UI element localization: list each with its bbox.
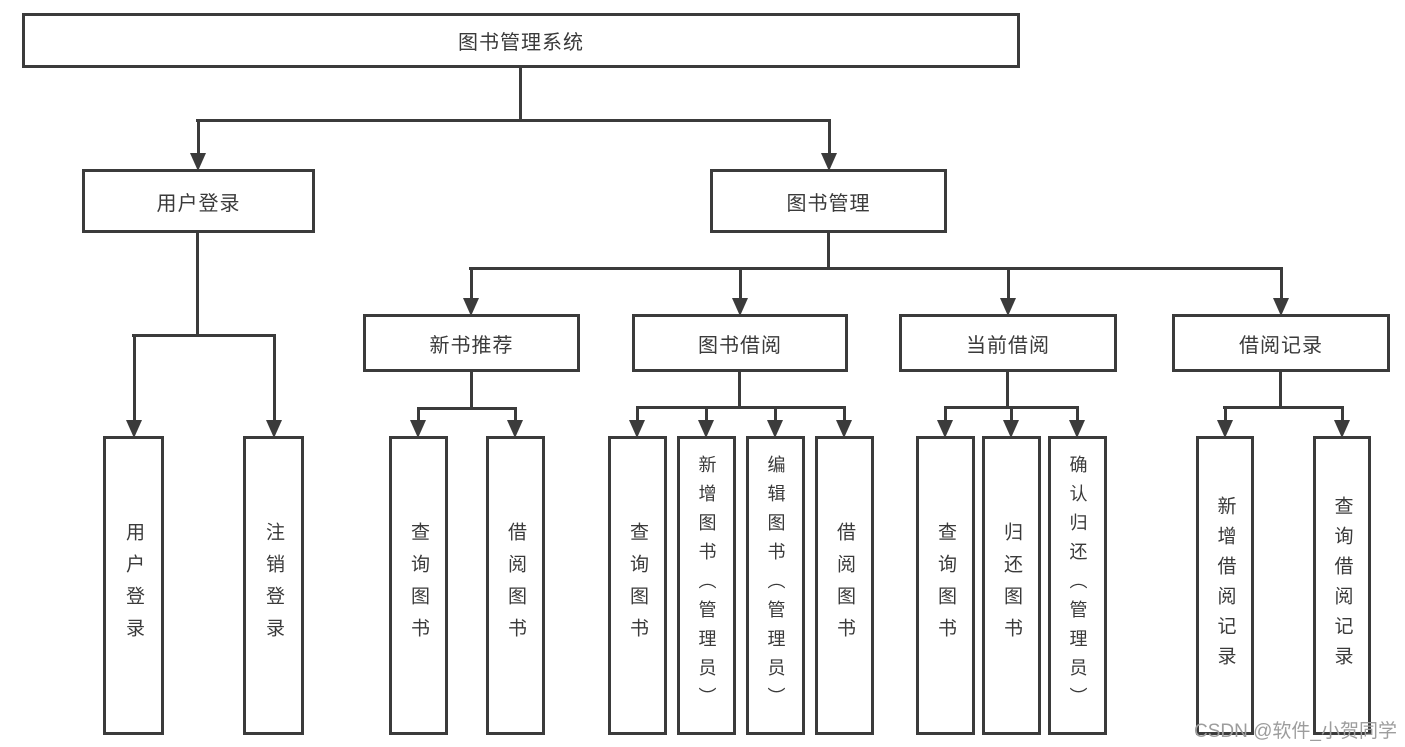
leaf-return-books-label: 归还图书 (1001, 521, 1022, 650)
connector-book-borrow-split (636, 406, 846, 409)
arrow-down-icon (732, 267, 748, 316)
leaf-logout: 注销登录 (243, 436, 304, 735)
leaf-add-books-admin: 新增图书（管理员） (677, 436, 736, 735)
arrow-down-icon (937, 406, 953, 438)
arrow-down-icon (1003, 406, 1019, 438)
arrow-down-icon (629, 406, 645, 438)
node-book-management-label: 图书管理 (786, 192, 871, 215)
arrow-down-icon (507, 407, 523, 438)
leaf-confirm-return-admin: 确认归还（管理员） (1048, 436, 1107, 735)
leaf-query-books-recommend: 查询图书 (389, 436, 448, 735)
node-root-label: 图书管理系统 (458, 32, 584, 54)
leaf-query-books-borrow-label: 查询图书 (627, 521, 648, 650)
arrow-down-icon (1273, 267, 1289, 316)
arrow-down-icon (266, 334, 282, 438)
leaf-borrow-books-recommend-label: 借阅图书 (505, 521, 526, 650)
arrow-down-icon (126, 334, 142, 438)
connector-root-stem (519, 68, 522, 122)
connector-borrow-records-stem (1279, 372, 1282, 409)
connector-user-login-split (132, 334, 275, 337)
leaf-borrow-books: 借阅图书 (815, 436, 874, 735)
arrow-down-icon (410, 407, 426, 438)
leaf-user-login: 用户登录 (103, 436, 164, 735)
arrow-down-icon (1000, 267, 1016, 316)
leaf-query-books-current-label: 查询图书 (935, 521, 956, 650)
connector-new-book-stem (470, 372, 473, 410)
arrow-down-icon (836, 406, 852, 438)
leaf-edit-books-admin-label: 编辑图书（管理员） (765, 455, 786, 716)
node-borrow-records-label: 借阅记录 (1239, 334, 1323, 357)
leaf-query-borrow-record: 查询借阅记录 (1313, 436, 1371, 735)
leaf-query-books-borrow: 查询图书 (608, 436, 667, 735)
connector-user-login-stem (196, 233, 199, 337)
leaf-query-books-current: 查询图书 (916, 436, 975, 735)
node-new-book-recommend: 新书推荐 (363, 314, 580, 372)
node-book-borrow-label: 图书借阅 (698, 334, 782, 357)
arrow-down-icon (1217, 406, 1233, 438)
leaf-add-borrow-record: 新增借阅记录 (1196, 436, 1254, 735)
connector-book-borrow-stem (738, 372, 741, 409)
arrow-down-icon (821, 119, 837, 171)
arrow-down-icon (190, 119, 206, 171)
arrow-down-icon (767, 406, 783, 438)
leaf-edit-books-admin: 编辑图书（管理员） (746, 436, 805, 735)
connector-book-management-split (469, 267, 1282, 270)
connector-book-management-stem (827, 233, 830, 270)
leaf-borrow-books-label: 借阅图书 (834, 521, 855, 650)
leaf-user-login-label: 用户登录 (123, 521, 144, 650)
node-user-login: 用户登录 (82, 169, 315, 233)
node-current-borrow-label: 当前借阅 (966, 334, 1050, 357)
connector-new-book-split (417, 407, 517, 410)
node-book-borrow: 图书借阅 (632, 314, 848, 372)
leaf-query-borrow-record-label: 查询借阅记录 (1331, 495, 1353, 676)
leaf-logout-label: 注销登录 (263, 521, 284, 650)
csdn-watermark: CSDN @软件_小贺同学 (1194, 721, 1397, 742)
node-current-borrow: 当前借阅 (899, 314, 1117, 372)
node-root: 图书管理系统 (22, 13, 1020, 68)
leaf-borrow-books-recommend: 借阅图书 (486, 436, 545, 735)
connector-root-split (196, 119, 831, 122)
arrow-down-icon (1069, 406, 1085, 438)
node-new-book-recommend-label: 新书推荐 (429, 334, 514, 357)
leaf-query-books-recommend-label: 查询图书 (408, 521, 429, 650)
arrow-down-icon (463, 267, 479, 316)
node-user-login-label: 用户登录 (156, 192, 241, 215)
leaf-confirm-return-admin-label: 确认归还（管理员） (1067, 455, 1088, 716)
arrow-down-icon (698, 406, 714, 438)
arrow-down-icon (1334, 406, 1350, 438)
leaf-add-borrow-record-label: 新增借阅记录 (1214, 495, 1236, 676)
node-book-management: 图书管理 (710, 169, 947, 233)
leaf-add-books-admin-label: 新增图书（管理员） (696, 455, 717, 716)
connector-current-borrow-stem (1006, 372, 1009, 409)
node-borrow-records: 借阅记录 (1172, 314, 1390, 372)
leaf-return-books: 归还图书 (982, 436, 1041, 735)
connector-borrow-records-split (1223, 406, 1344, 409)
